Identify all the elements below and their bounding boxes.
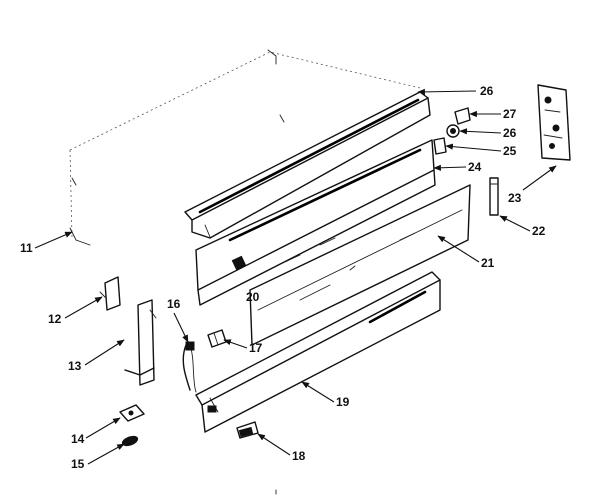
part-18-clip — [236, 421, 259, 439]
callout-16: 16 — [167, 297, 181, 311]
leader-lines — [34, 88, 557, 465]
callout-24: 24 — [468, 160, 482, 174]
callout-20: 20 — [246, 290, 260, 304]
part-23-control-module — [537, 84, 571, 161]
part-25-bracket — [433, 137, 447, 155]
callout-11: 11 — [20, 241, 33, 255]
part-11-housing — [69, 49, 421, 246]
part-16-wire-harness — [182, 341, 197, 393]
callout-23: 23 — [508, 191, 522, 205]
part-24-control-panel — [195, 139, 436, 306]
part-26-grommet — [446, 124, 460, 138]
callout-18: 18 — [292, 449, 306, 463]
callout-26-top: 26 — [480, 84, 494, 98]
part-19-bottom-rail — [195, 271, 441, 433]
part-13-support — [124, 299, 157, 386]
part-17-connector — [207, 329, 227, 348]
part-22-pin — [489, 177, 499, 216]
part-21-front-panel — [249, 184, 471, 346]
callout-labels: 26 27 26 25 24 23 22 21 20 11 12 13 16 1… — [20, 84, 546, 471]
part-14-plate — [119, 404, 145, 422]
callout-26-lower: 26 — [503, 126, 517, 140]
callout-12: 12 — [48, 312, 62, 326]
callout-13: 13 — [68, 359, 82, 373]
callout-27: 27 — [503, 107, 517, 121]
part-26-top-trim — [184, 91, 431, 239]
callout-15: 15 — [71, 457, 85, 471]
part-12-bracket — [99, 276, 121, 311]
callout-22: 22 — [532, 224, 546, 238]
callout-19: 19 — [336, 395, 350, 409]
callout-25: 25 — [503, 144, 517, 158]
callout-17: 17 — [249, 341, 263, 355]
callout-21: 21 — [481, 256, 495, 270]
part-27-switch — [454, 107, 471, 125]
part-15-knob — [121, 435, 139, 447]
callout-14: 14 — [71, 432, 85, 446]
